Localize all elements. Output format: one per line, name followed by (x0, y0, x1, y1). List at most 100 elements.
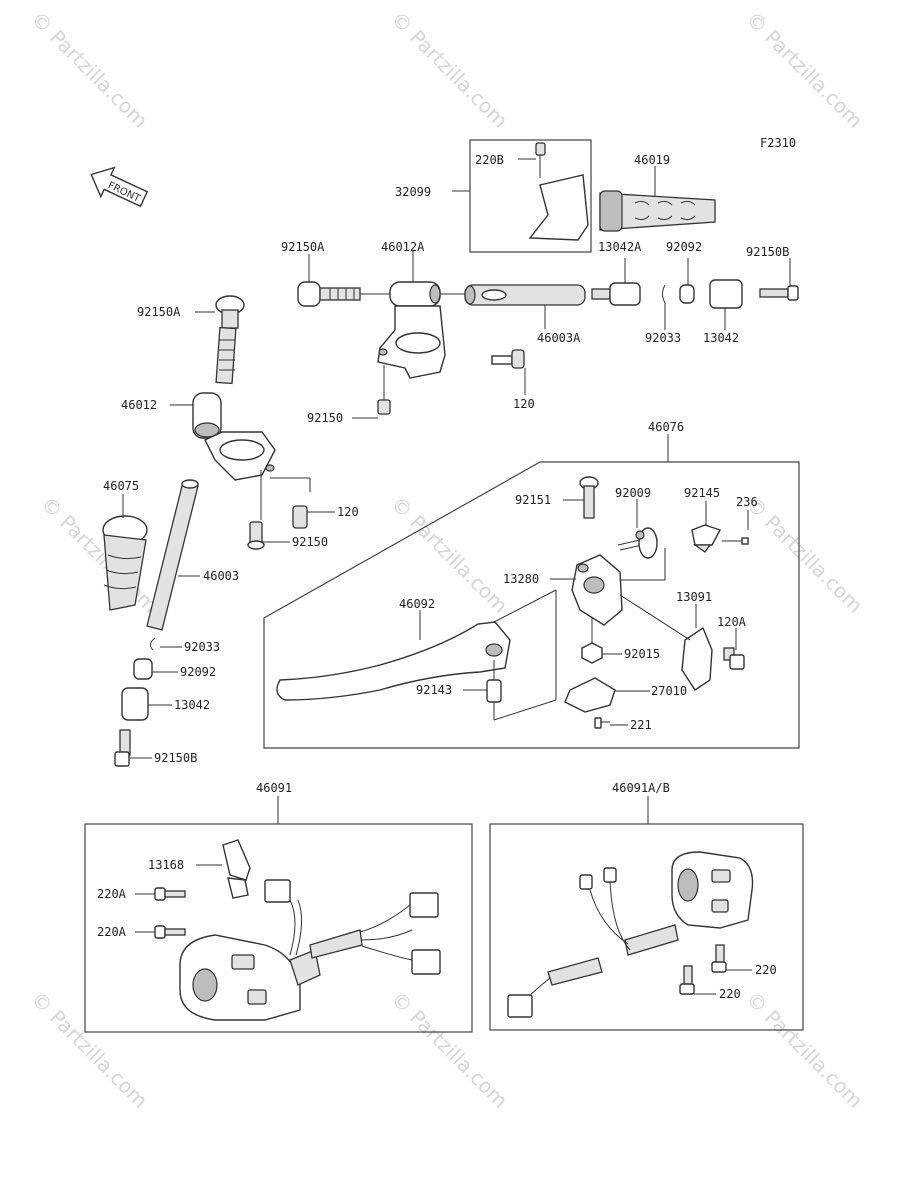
label-92009: 92009 (615, 486, 651, 500)
spring-92145-icon (691, 524, 722, 553)
screw-220A-1-icon (154, 887, 186, 901)
label-120-left: 120 (337, 505, 359, 519)
clutch-lever-46092-icon (276, 621, 511, 701)
front-arrow-icon: FRONT (90, 166, 149, 208)
watermark: © Partzilla.com (386, 7, 512, 133)
nut-92015-icon (581, 642, 603, 664)
handlebar-grip-46075-icon (102, 515, 148, 611)
screw-92150-left-icon (247, 521, 265, 550)
throttle-grip-icon (599, 190, 716, 232)
collar-92092-icon (679, 284, 695, 304)
throttle-housing-icon (528, 174, 589, 241)
label-92150-left: 92150 (292, 535, 328, 549)
label-92150B-left: 92150B (154, 751, 197, 765)
label-92150A-left: 92150A (137, 305, 181, 319)
bolt-120-top-icon (491, 349, 525, 369)
label-220A-2: 220A (97, 925, 127, 939)
label-13091: 13091 (676, 590, 712, 604)
screw-92150-top-icon (377, 365, 391, 415)
collar-92143-icon (486, 679, 502, 703)
label-46012: 46012 (121, 398, 157, 412)
label-92150B: 92150B (746, 245, 789, 259)
label-92092-left: 92092 (180, 665, 216, 679)
watermark: © Partzilla.com (741, 492, 867, 618)
label-120: 120 (513, 397, 535, 411)
switch-27010-icon (564, 677, 616, 713)
bolt-120A-icon (723, 647, 745, 670)
collar-92092-left-icon (133, 658, 153, 680)
label-13280: 13280 (503, 572, 539, 586)
adjuster-92009-icon (617, 527, 658, 559)
clamp-46012-icon (192, 392, 276, 481)
label-220-1: 220 (755, 963, 777, 977)
wire-harness-46091AB-icon (507, 867, 679, 1018)
throttle-housing-box (469, 139, 592, 253)
clip-92033-left-icon (149, 637, 156, 651)
watermark: © Partzilla.com (386, 987, 512, 1113)
bolt-92151-icon (579, 476, 599, 519)
label-92145: 92145 (684, 486, 720, 500)
label-236: 236 (736, 495, 758, 509)
bolt-92150A-icon (297, 281, 361, 307)
label-92143: 92143 (416, 683, 452, 697)
handlebar-pipe-46003A-icon (464, 284, 586, 306)
label-46012A: 46012A (381, 240, 425, 254)
lever-assembly-box (263, 461, 800, 749)
label-120A: 120A (717, 615, 747, 629)
bolt-92150A-left-icon (215, 295, 245, 385)
diagram-code: F2310 (760, 136, 796, 150)
label-46091: 46091 (256, 781, 292, 795)
label-46091AB: 46091A/B (612, 781, 670, 795)
label-92033-left: 92033 (184, 640, 220, 654)
label-46003: 46003 (203, 569, 239, 583)
label-92092: 92092 (666, 240, 702, 254)
label-13042A: 13042A (598, 240, 642, 254)
screw-220B-icon (535, 142, 546, 178)
label-32099: 32099 (395, 185, 431, 199)
screw-221-icon (594, 717, 610, 729)
label-46076: 46076 (648, 420, 684, 434)
watermark: © Partzilla.com (741, 7, 867, 133)
handlebar-switch-46091-icon (179, 934, 321, 1021)
label-13042-left: 13042 (174, 698, 210, 712)
label-221: 221 (630, 718, 652, 732)
clamp-13091-icon (681, 626, 713, 691)
label-46092: 46092 (399, 597, 435, 611)
weight-13042-left-icon (121, 687, 149, 721)
label-46019: 46019 (634, 153, 670, 167)
label-220-2: 220 (719, 987, 741, 1001)
handlebar-switch-46091AB-icon (671, 851, 754, 929)
watermarks: © Partzilla.com © Partzilla.com © Partzi… (26, 7, 867, 1113)
label-13042: 13042 (703, 331, 739, 345)
label-92151: 92151 (515, 493, 551, 507)
label-92150: 92150 (307, 411, 343, 425)
screw-220-2-icon (679, 965, 695, 995)
bolt-92150B-left-icon (114, 729, 131, 767)
watermark: © Partzilla.com (26, 7, 152, 133)
choke-lever-13168-icon (222, 839, 251, 899)
watermark: © Partzilla.com (741, 987, 867, 1113)
part-labels: 32099 220B 46019 92150A 46012A 13042A 92… (97, 153, 789, 1001)
label-27010: 27010 (651, 684, 687, 698)
screw-220A-2-icon (154, 925, 186, 939)
label-92150A: 92150A (281, 240, 325, 254)
switch-46091AB-box (489, 823, 804, 1031)
handlebar-pipe-46003-icon (146, 479, 199, 631)
label-220B: 220B (475, 153, 504, 167)
label-92015: 92015 (624, 647, 660, 661)
weight-13042A-icon (591, 282, 641, 306)
bolt-92150B-icon (759, 285, 799, 301)
clip-92033-icon (662, 284, 666, 304)
label-220A-1: 220A (97, 887, 127, 901)
clamp-46012A-icon (377, 281, 446, 379)
label-13168: 13168 (148, 858, 184, 872)
lever-holder-13280-icon (571, 554, 623, 626)
screw-220-1-icon (711, 944, 727, 973)
label-46003A: 46003A (537, 331, 581, 345)
weight-13042-icon (709, 279, 743, 309)
wire-harness-46091-icon (264, 879, 441, 975)
pin-236-icon (722, 537, 749, 545)
label-46075: 46075 (103, 479, 139, 493)
